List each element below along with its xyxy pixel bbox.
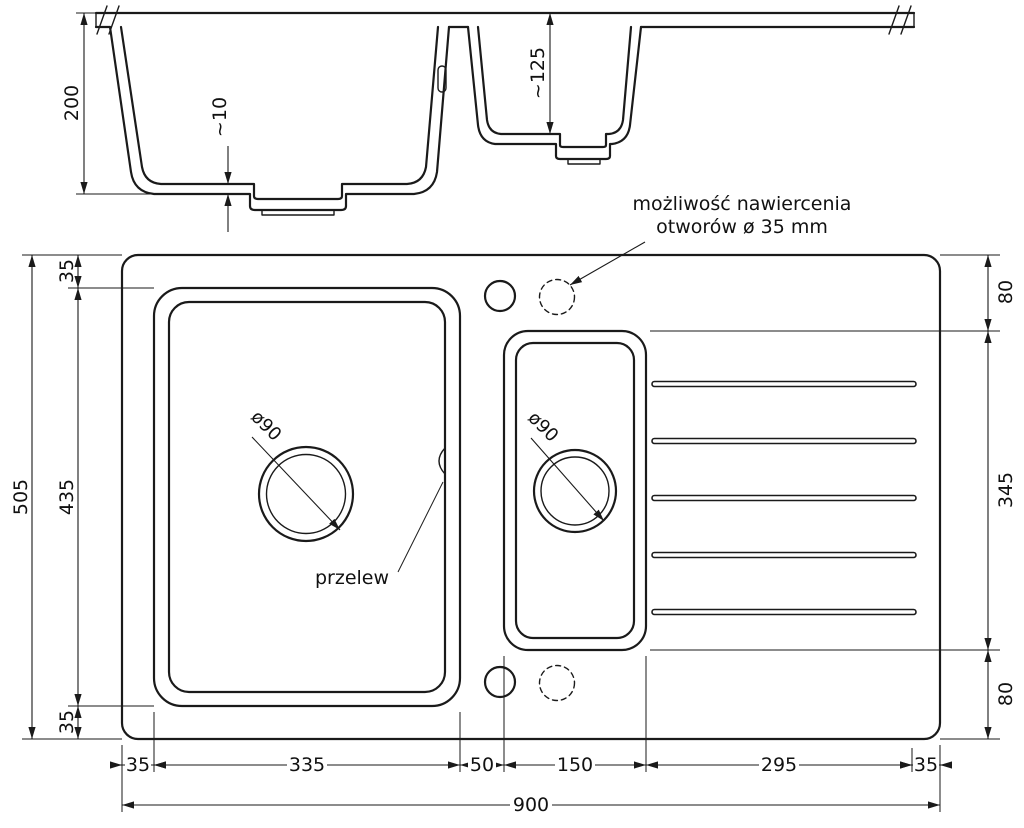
dim-bottom-thickness: ~10	[209, 97, 231, 137]
main-basin-bottom	[167, 300, 447, 694]
optional-hole-bottom	[538, 664, 576, 702]
main-drain-diameter-leader	[251, 436, 341, 531]
main-drain-fitting	[261, 209, 335, 216]
dim-top-margin: 35	[56, 259, 78, 283]
groove-3	[651, 494, 917, 502]
plan-dimensions: 505 435 35 35 80 345 80 35	[10, 254, 1017, 816]
drill-note-leader	[569, 241, 646, 286]
dim-right-bottom: 80	[995, 682, 1017, 706]
label-bg	[759, 755, 799, 775]
groove-1	[651, 380, 917, 388]
label-bg	[287, 755, 327, 775]
main-drain-outer	[257, 445, 355, 543]
small-basin-rim	[502, 329, 648, 652]
overflow-label: przelew	[315, 567, 389, 589]
small-drain-inner	[540, 456, 610, 526]
countertop-end-edges	[95, 12, 915, 28]
groove-5	[651, 608, 917, 616]
right-extension-lines	[650, 254, 1000, 740]
main-basin-section-inner	[119, 25, 440, 201]
sink-outline	[120, 253, 942, 741]
overflow-leader	[397, 481, 444, 573]
section-view: 200 ~10 ~125	[61, 5, 916, 232]
main-basin-section-outer	[108, 25, 451, 212]
dim-depth-small: ~125	[527, 47, 549, 99]
left-extension-lines	[22, 254, 154, 740]
drainboard-grooves	[651, 380, 917, 616]
label-bg	[468, 755, 496, 775]
plan-view: ø90 ø90 przelew możliwość nawiercenia ot…	[120, 193, 942, 741]
dim-bottom-basin: 335	[289, 754, 325, 776]
groove-4	[651, 551, 917, 559]
label-bg	[555, 755, 595, 775]
dim-basin-height: 435	[56, 479, 78, 515]
dim-right-middle: 345	[995, 472, 1017, 508]
small-basin-bottom	[514, 341, 636, 640]
drill-note-line1: możliwość nawiercenia	[633, 193, 852, 215]
small-drain-fitting	[567, 158, 601, 165]
drill-note-line2: otworów ø 35 mm	[656, 216, 828, 238]
optional-hole-top	[538, 278, 576, 316]
tap-hole-bottom	[483, 665, 517, 699]
small-basin-section-outer	[466, 25, 643, 161]
small-drain-outer	[532, 448, 618, 534]
dim-bottom-drainboard: 295	[761, 754, 797, 776]
break-marks	[96, 5, 912, 35]
small-basin-section-inner	[476, 25, 633, 149]
overflow-channel-section	[437, 65, 447, 93]
overflow-notch	[438, 447, 446, 475]
dim-total-width: 900	[513, 794, 549, 816]
dim-bottom-left-margin: 35	[126, 754, 150, 776]
tap-hole-top	[483, 279, 517, 313]
bottom-extension-lines	[121, 656, 941, 812]
label-bg	[125, 755, 151, 775]
dim-depth-main: 200	[61, 85, 83, 121]
groove-2	[651, 437, 917, 445]
dim-bottom-gap: 50	[470, 754, 494, 776]
dim-right-top: 80	[995, 280, 1017, 304]
dim-bottom-small-basin: 150	[557, 754, 593, 776]
dim-bottom-right-margin: 35	[914, 754, 938, 776]
main-drain-inner	[265, 453, 347, 535]
dim-total-height: 505	[10, 479, 32, 515]
label-bg	[510, 795, 552, 815]
label-bg	[913, 755, 939, 775]
small-drain-diameter-leader	[530, 437, 605, 522]
main-basin-rim	[152, 286, 462, 708]
dim-bottom-margin: 35	[56, 710, 78, 734]
